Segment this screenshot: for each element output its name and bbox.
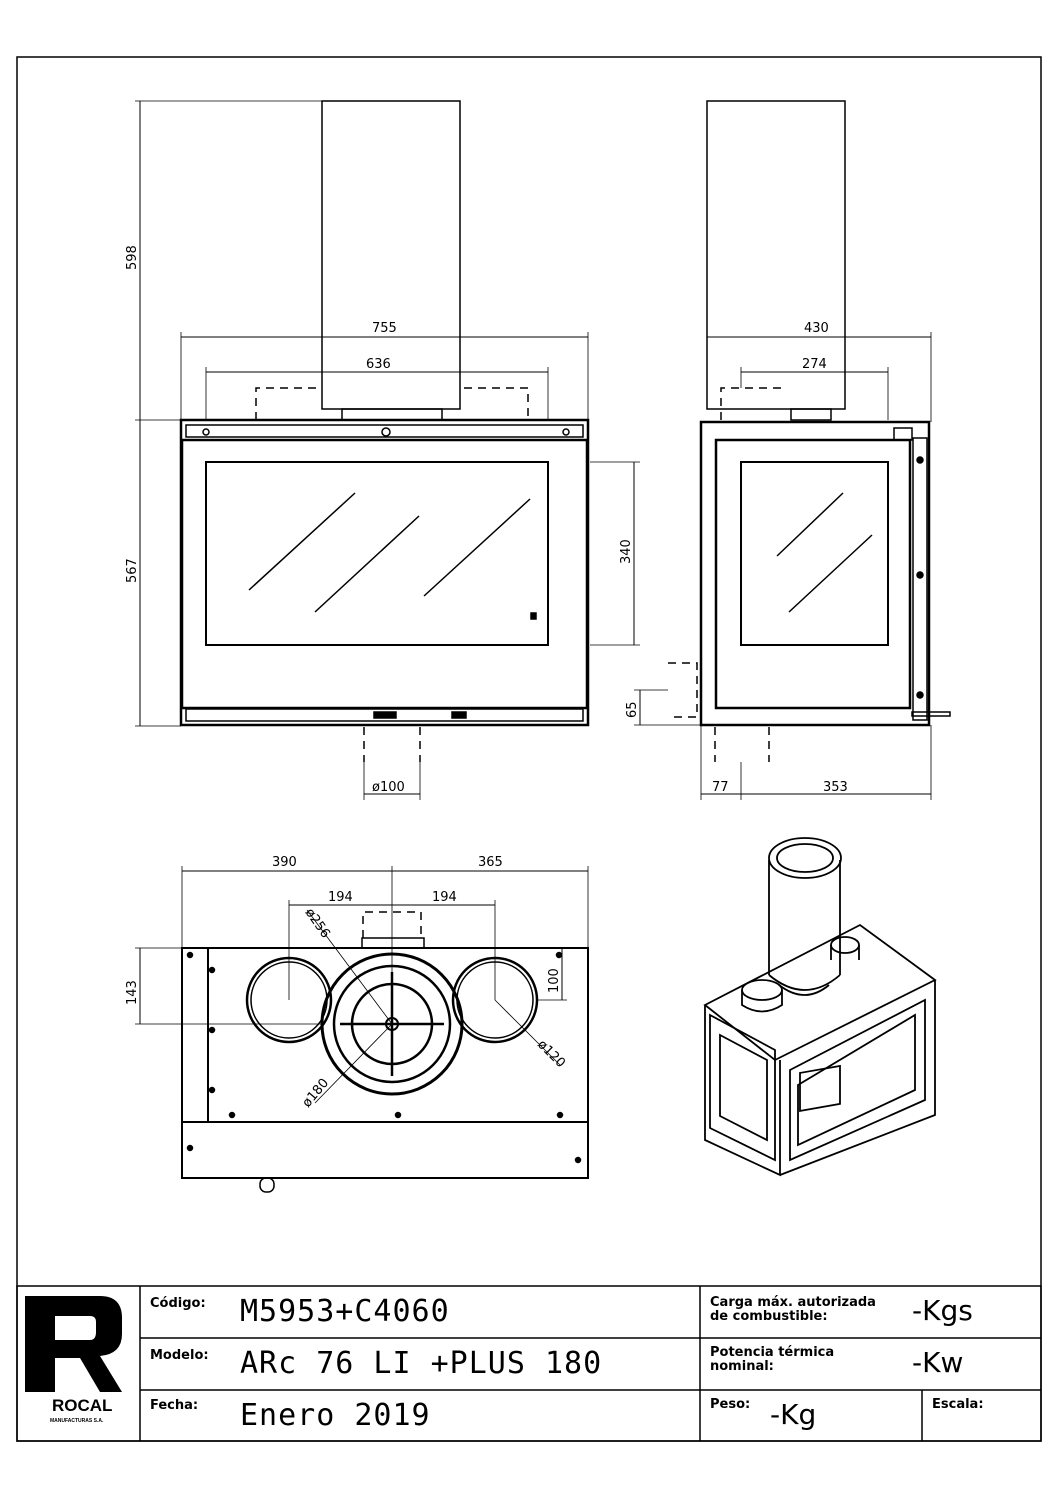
carga-label-line1: Carga máx. autorizada — [710, 1295, 876, 1310]
modelo-label: Modelo: — [150, 1348, 209, 1363]
codigo-label: Código: — [150, 1296, 206, 1311]
side-view — [634, 100, 951, 800]
carga-label: Carga máx. autorizada de combustible: — [710, 1296, 876, 1324]
potencia-label-line2: nominal: — [710, 1359, 774, 1374]
dimension-labels: 598 567 755 636 340 ø100 430 274 65 77 3… — [125, 245, 848, 1110]
front-view — [135, 100, 640, 800]
dim-65: 65 — [625, 701, 640, 718]
carga-label-line2: de combustible: — [710, 1309, 828, 1324]
dim-274: 274 — [802, 357, 827, 372]
peso-label: Peso: — [710, 1397, 751, 1412]
dim-353: 353 — [823, 780, 848, 795]
modelo-value: ARc 76 LI +PLUS 180 — [240, 1346, 603, 1381]
dim-598: 598 — [125, 245, 140, 270]
carga-value: -Kgs — [912, 1294, 973, 1327]
sheet-border — [16, 56, 1042, 1442]
fecha-value: Enero 2019 — [240, 1398, 431, 1433]
dim-d100: ø100 — [372, 780, 405, 795]
dim-636: 636 — [366, 357, 391, 372]
dim-77: 77 — [712, 780, 729, 795]
codigo-value: M5953+C4060 — [240, 1294, 450, 1329]
dim-430: 430 — [804, 321, 829, 336]
dim-567: 567 — [125, 558, 140, 583]
top-view — [135, 866, 589, 1193]
dim-755: 755 — [372, 321, 397, 336]
dim-194-right: 194 — [432, 890, 457, 905]
brand-name: ROCAL — [52, 1396, 113, 1415]
dim-390: 390 — [272, 855, 297, 870]
potencia-label: Potencia térmica nominal: — [710, 1346, 834, 1374]
dim-340: 340 — [619, 539, 634, 564]
dim-d180: ø180 — [300, 1076, 333, 1111]
peso-value: -Kg — [770, 1398, 817, 1431]
potencia-label-line1: Potencia térmica — [710, 1345, 835, 1360]
dim-194-left: 194 — [328, 890, 353, 905]
brand-subtitle: MANUFACTURAS S.A. — [50, 1418, 104, 1424]
dim-143: 143 — [125, 980, 140, 1005]
rocal-logo — [25, 1296, 122, 1392]
fecha-label: Fecha: — [150, 1398, 199, 1413]
dim-d256: ø256 — [302, 906, 333, 941]
dim-365: 365 — [478, 855, 503, 870]
isometric-view — [703, 837, 937, 1177]
escala-label: Escala: — [932, 1397, 984, 1412]
potencia-value: -Kw — [912, 1346, 964, 1379]
dim-d120: ø120 — [534, 1037, 568, 1071]
title-block — [16, 1285, 1042, 1442]
dim-100: 100 — [547, 968, 562, 993]
